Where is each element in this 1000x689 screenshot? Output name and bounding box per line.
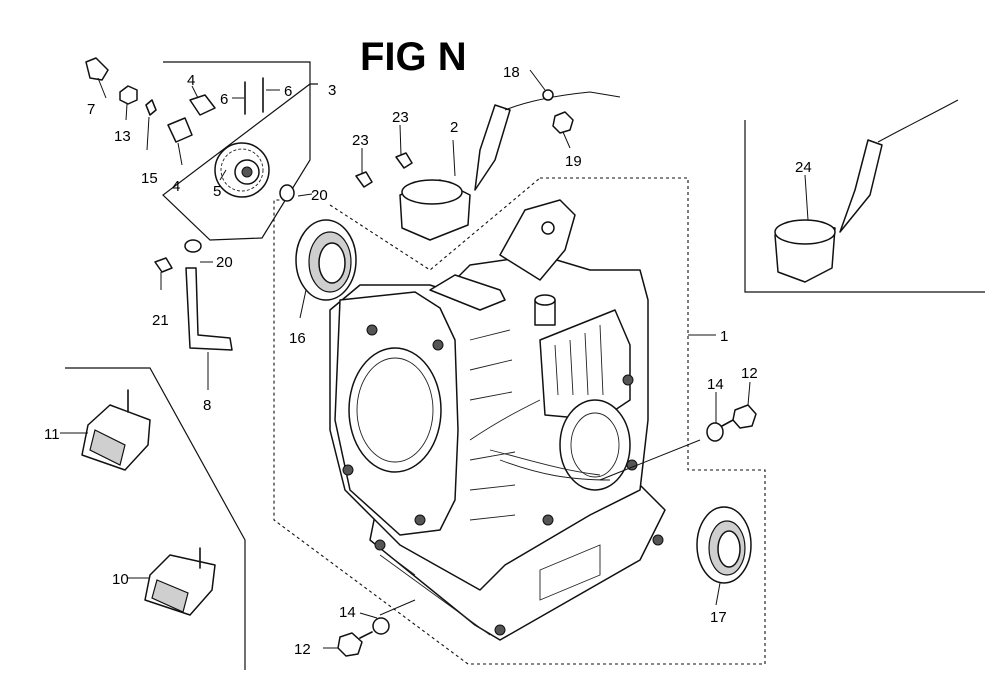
callout-12-right: 12 (741, 365, 758, 382)
bolt-23-upper[interactable] (395, 152, 413, 169)
callout-14-bottom: 14 (339, 604, 356, 621)
oil-alert-unit[interactable] (774, 99, 959, 283)
wire-18[interactable] (504, 91, 621, 111)
callout-13: 13 (114, 128, 131, 145)
callout-15: 15 (141, 170, 158, 187)
callout-14-right: 14 (707, 376, 724, 393)
mount-bracket-10[interactable] (144, 547, 216, 616)
callout-16: 16 (289, 330, 306, 347)
governor-gear[interactable] (214, 142, 270, 198)
callout-12-bottom: 12 (294, 641, 311, 658)
leader-lines (60, 69, 809, 649)
bolt-23-lower[interactable] (355, 171, 373, 188)
governor-group-boundary (162, 61, 318, 241)
bolt-12-right[interactable] (721, 404, 757, 429)
callout-10: 10 (112, 571, 129, 588)
governor-weight-lower[interactable] (167, 117, 193, 143)
callout-labels: 1 2 3 4 4 5 6 6 7 8 10 11 12 12 13 14 14… (44, 64, 812, 658)
mount-bracket-11[interactable] (81, 389, 151, 471)
callout-3: 3 (328, 82, 336, 99)
callout-4-upper: 4 (187, 72, 195, 89)
callout-7: 7 (87, 101, 95, 118)
callout-2: 2 (450, 119, 458, 136)
bolt-12-bottom[interactable] (337, 631, 373, 657)
oil-seal-17[interactable] (696, 506, 752, 584)
governor-weight-upper[interactable] (189, 94, 216, 116)
washer-14-bottom[interactable] (372, 617, 390, 635)
callout-11: 11 (44, 426, 60, 443)
crankcase[interactable] (329, 199, 666, 641)
callout-23-lower: 23 (352, 132, 369, 149)
callout-20-upper: 20 (311, 187, 328, 204)
callout-21: 21 (152, 312, 169, 329)
callout-5: 5 (213, 183, 221, 200)
mount-group-boundary (65, 367, 246, 670)
oil-level-switch[interactable] (399, 104, 511, 241)
callout-4-lower: 4 (172, 178, 180, 195)
clip-21[interactable] (154, 257, 173, 273)
callout-8: 8 (203, 397, 211, 414)
oil-tube-8[interactable] (185, 267, 233, 351)
nut-19[interactable] (552, 111, 574, 134)
callout-19: 19 (565, 153, 582, 170)
figure-title: FIG N (360, 35, 467, 79)
callout-23-upper: 23 (392, 109, 409, 126)
cap-7[interactable] (85, 57, 109, 81)
callout-1: 1 (720, 328, 728, 345)
callout-24: 24 (795, 159, 812, 176)
callout-6-left: 6 (220, 91, 228, 108)
wire-terminal-18[interactable] (542, 89, 554, 101)
clip-15[interactable] (145, 99, 157, 116)
callout-6-right: 6 (284, 83, 292, 100)
callout-17: 17 (710, 609, 727, 626)
callout-18: 18 (503, 64, 520, 81)
callout-20-lower: 20 (216, 254, 233, 271)
oil-seal-16[interactable] (295, 219, 357, 301)
crankcase-group-boundary (273, 177, 766, 665)
nut-13[interactable] (119, 85, 138, 105)
oil-alert-group-boundary (744, 120, 985, 293)
washer-14-right[interactable] (706, 422, 724, 442)
washer-20-lower[interactable] (184, 239, 202, 253)
washer-20-upper[interactable] (279, 184, 295, 202)
